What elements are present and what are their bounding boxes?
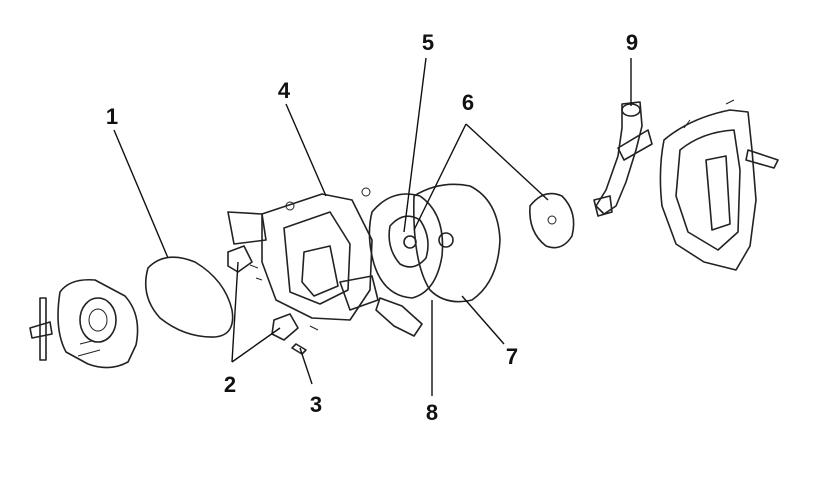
housing-casing	[659, 99, 779, 271]
leader-7	[461, 295, 505, 345]
callout-8: 8	[426, 400, 438, 425]
leader-2a	[231, 261, 239, 363]
front-cover-plate	[29, 278, 139, 369]
callout-7: 7	[506, 344, 518, 369]
callout-5: 5	[422, 30, 434, 55]
part-9-lever-arm	[593, 101, 653, 217]
callout-4: 4	[278, 78, 291, 103]
part-2-caps	[227, 245, 299, 341]
leader-lines	[113, 57, 632, 396]
callout-9: 9	[626, 30, 638, 55]
callout-2: 2	[224, 372, 236, 397]
callout-3: 3	[310, 392, 322, 417]
leader-6b	[465, 123, 549, 201]
callout-6: 6	[462, 90, 474, 115]
part-7-back-plate	[413, 183, 501, 303]
leader-4	[285, 103, 327, 197]
part-6-disc	[529, 192, 575, 249]
callout-1: 1	[106, 104, 118, 129]
part-4-pump-body	[227, 187, 423, 337]
part-1-oval-plate	[144, 256, 234, 338]
leader-3	[299, 347, 313, 385]
leader-2b	[231, 327, 281, 363]
leader-1	[113, 129, 169, 259]
leader-6a	[413, 123, 467, 231]
leader-5	[403, 57, 427, 233]
callout-labels: 1 2 3 4 5 6 7 8 9	[106, 30, 638, 425]
part-5-impeller	[388, 215, 429, 268]
